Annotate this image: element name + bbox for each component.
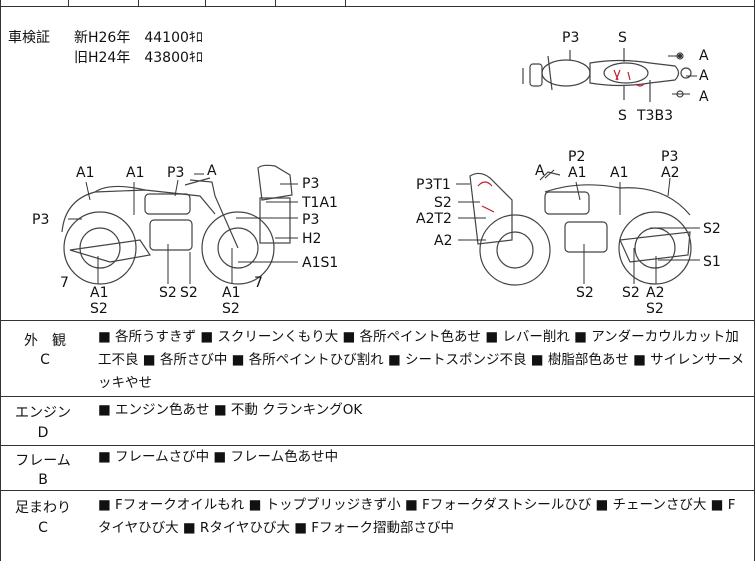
label-top-a: A	[699, 68, 709, 84]
label-left-s2: S2	[90, 301, 108, 317]
row-grade-exterior: C	[40, 352, 50, 368]
label-right-a1: A1	[568, 165, 587, 181]
label-top-s: S	[618, 30, 627, 46]
row-grade-engine: D	[37, 425, 49, 441]
label-left-p3: P3	[167, 165, 185, 181]
label-left-a1: A1	[76, 165, 95, 181]
top-divider	[205, 0, 206, 6]
damage-marks	[477, 69, 645, 213]
top-divider	[138, 0, 139, 6]
table-rule	[0, 445, 755, 446]
row-grade-frame: B	[38, 472, 48, 488]
label-right-a2t2: A2T2	[416, 211, 452, 227]
label-top-a: A	[699, 48, 709, 64]
top-divider	[275, 0, 276, 6]
top-rule	[0, 6, 755, 7]
label-left-h2: H2	[302, 231, 322, 247]
label-left-7: 7	[60, 275, 69, 291]
label-right-s2: S2	[434, 195, 452, 211]
row-grade-suspension: C	[38, 520, 48, 536]
inspection-new: 新H26年 44100ｷﾛ	[74, 30, 203, 46]
row-text-suspension: ■ Fフォークオイルもれ ■ トップブリッジきず小 ■ Fフォークダストシールひ…	[98, 497, 736, 536]
label-right-a2: A2	[661, 165, 680, 181]
label-left-p3: P3	[32, 212, 50, 228]
table-rule	[0, 320, 755, 321]
label-top-s: S	[618, 108, 627, 124]
row-text-exterior: ■ 各所うすきず ■ スクリーンくもり大 ■ 各所ペイント色あせ ■ レバー削れ…	[98, 329, 745, 391]
label-right-s2: S2	[646, 301, 664, 317]
label-right-a: A	[535, 163, 545, 179]
label-right-a1: A1	[610, 165, 629, 181]
label-top-t3b3: T3B3	[637, 108, 673, 124]
row-title-exterior: 外 観	[24, 333, 66, 349]
top-divider	[68, 0, 69, 6]
label-top-p3: P3	[562, 30, 580, 46]
label-right-a2: A2	[646, 285, 665, 301]
inspection-old: 旧H24年 43800ｷﾛ	[74, 50, 203, 66]
label-left-s2: S2	[222, 301, 240, 317]
label-left-t1a1: T1A1	[302, 195, 338, 211]
label-left-a1: A1	[90, 285, 109, 301]
label-right-p3: P3	[661, 149, 679, 165]
left-view-bike	[61, 164, 293, 285]
top-divider	[345, 0, 346, 6]
label-right-s2: S2	[703, 221, 721, 237]
label-right-s2: S2	[576, 285, 594, 301]
table-rule	[0, 490, 755, 491]
label-left-a1s1: A1S1	[302, 255, 339, 271]
row-title-frame: フレーム	[15, 453, 71, 469]
row-text-engine: ■ エンジン色あせ ■ 不動 クランキングOK	[98, 402, 363, 418]
label-left-p3: P3	[302, 176, 320, 192]
label-right-s2: S2	[622, 285, 640, 301]
row-title-engine: エンジン	[15, 405, 71, 421]
label-left-a1: A1	[126, 165, 145, 181]
label-left-a: A	[207, 163, 217, 179]
top-view-bike	[522, 48, 692, 102]
label-right-p2: P2	[568, 149, 586, 165]
table-rule	[0, 396, 755, 397]
label-right-p3t1: P3T1	[416, 177, 451, 193]
label-left-p3: P3	[302, 212, 320, 228]
table-left-edge	[0, 0, 1, 561]
row-title-suspension: 足まわり	[15, 500, 71, 516]
label-left-s2: S2	[159, 285, 177, 301]
row-text-frame: ■ フレームさび中 ■ フレーム色あせ中	[98, 449, 339, 465]
label-left-s2: S2	[180, 285, 198, 301]
label-top-a: A	[699, 89, 709, 105]
label-right-a2: A2	[434, 233, 453, 249]
label-left-7: 7	[254, 275, 263, 291]
label-left-a1: A1	[222, 285, 241, 301]
label-right-s1: S1	[703, 254, 721, 270]
inspection-label: 車検証	[8, 30, 50, 46]
